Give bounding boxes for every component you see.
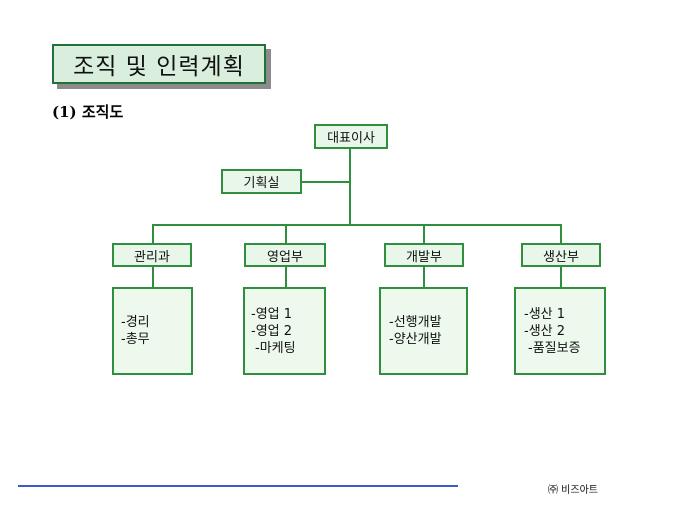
branch-drop-3 <box>423 224 425 244</box>
footer-company: ㈜ 비즈아트 <box>548 485 598 496</box>
detail-link-1 <box>152 266 154 288</box>
detail-item: -총무 <box>121 332 150 347</box>
detail-item: -마케팅 <box>255 340 296 356</box>
footer-rule <box>18 485 458 487</box>
branch-drop-2 <box>285 224 287 244</box>
department-node-admin: 관리과 <box>112 243 192 267</box>
detail-item: -양산개발 <box>389 332 442 347</box>
ceo-trunk-line <box>349 147 351 225</box>
department-detail-development: -선행개발 -양산개발 <box>379 287 468 375</box>
detail-link-2 <box>285 266 287 288</box>
department-node-development: 개발부 <box>384 243 464 267</box>
page-title: 조직 및 인력계획 <box>52 44 266 84</box>
detail-item: -품질보증 <box>528 340 581 356</box>
staff-connector-line <box>302 181 350 183</box>
horizontal-branch-line <box>152 224 562 226</box>
detail-link-4 <box>560 266 562 288</box>
department-node-sales: 영업부 <box>244 243 326 267</box>
detail-item: -선행개발 <box>389 315 442 330</box>
planning-office-node: 기획실 <box>221 169 302 194</box>
department-node-production: 생산부 <box>521 243 601 267</box>
detail-item: -영업 2 <box>251 323 293 339</box>
detail-item: -생산 1 <box>524 306 566 322</box>
detail-item: -경리 <box>121 315 150 330</box>
department-detail-sales: -영업 1 -영업 2 -마케팅 <box>243 287 326 375</box>
department-detail-production: -생산 1 -생산 2 -품질보증 <box>514 287 606 375</box>
detail-item: -영업 1 <box>251 306 293 322</box>
branch-drop-4 <box>560 224 562 244</box>
ceo-node: 대표이사 <box>314 124 388 149</box>
department-detail-admin: -경리 -총무 <box>112 287 193 375</box>
branch-drop-1 <box>152 224 154 244</box>
section-subtitle: (1) 조직도 <box>52 103 124 121</box>
detail-item: -생산 2 <box>524 323 566 339</box>
detail-link-3 <box>423 266 425 288</box>
